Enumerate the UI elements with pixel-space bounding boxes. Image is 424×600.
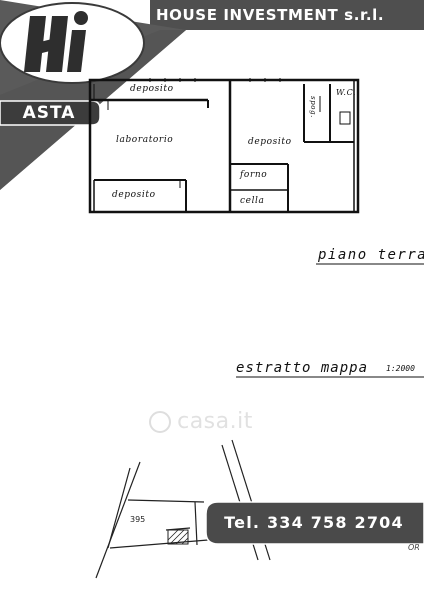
room-label-deposito-right: deposito <box>248 137 292 147</box>
header-banner <box>0 0 424 34</box>
phone-number: Tel. 334 758 2704 <box>224 513 404 532</box>
watermark-icon <box>149 411 171 433</box>
map-scale: 1:2000 <box>386 364 415 373</box>
room-label-deposito-top: deposito <box>130 84 174 94</box>
phone-badge <box>205 501 424 545</box>
room-label-wc: W.C. <box>336 88 357 97</box>
logo-hi-icon <box>24 11 88 72</box>
auction-label: ASTA <box>22 103 76 123</box>
room-label-laboratorio: laboratorio <box>116 135 174 145</box>
plan-walls <box>88 78 360 214</box>
parcel-number: 395 <box>130 515 146 524</box>
room-label-deposito-bottom: deposito <box>112 190 156 200</box>
asta-badge <box>0 100 101 126</box>
room-label-cella: cella <box>240 196 265 206</box>
hatched-parcel <box>167 529 189 545</box>
orientation-text: OR <box>408 543 420 552</box>
room-label-forno: forno <box>240 170 268 180</box>
company-name: HOUSE INVESTMENT s.r.l. <box>156 6 385 24</box>
room-label-spogliatoio: spog. <box>309 96 317 118</box>
map-caption: estratto mappa <box>236 360 369 376</box>
level-caption: piano terra <box>318 247 424 263</box>
watermark-text: casa.it <box>177 409 253 434</box>
plan-wall-ticks <box>149 78 281 82</box>
